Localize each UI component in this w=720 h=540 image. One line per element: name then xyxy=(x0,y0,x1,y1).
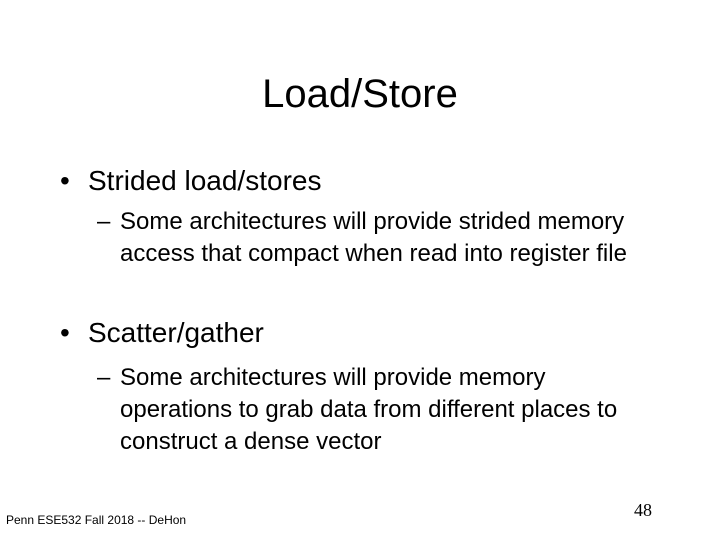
bullet-item-strided: • Strided load/stores xyxy=(60,164,321,198)
sub-bullet-marker: – xyxy=(97,208,111,235)
sub-bullet-text: Some architectures will provide strided … xyxy=(120,208,627,267)
bullet-item-scatter: • Scatter/gather xyxy=(60,316,264,350)
page-number: 48 xyxy=(634,500,652,520)
sub-bullet-scatter: – Some architectures will provide memory… xyxy=(97,362,640,458)
bullet-text: Strided load/stores xyxy=(88,165,322,196)
sub-bullet-marker: – xyxy=(97,364,111,391)
sub-bullet-text: Some architectures will provide memory o… xyxy=(120,364,618,455)
slide-footer: Penn ESE532 Fall 2018 -- DeHon xyxy=(6,513,187,527)
slide-title: Load/Store xyxy=(262,72,458,116)
bullet-marker: • xyxy=(60,165,70,196)
sub-bullet-strided: – Some architectures will provide stride… xyxy=(97,206,640,270)
bullet-marker: • xyxy=(60,317,70,348)
bullet-text: Scatter/gather xyxy=(88,317,264,348)
